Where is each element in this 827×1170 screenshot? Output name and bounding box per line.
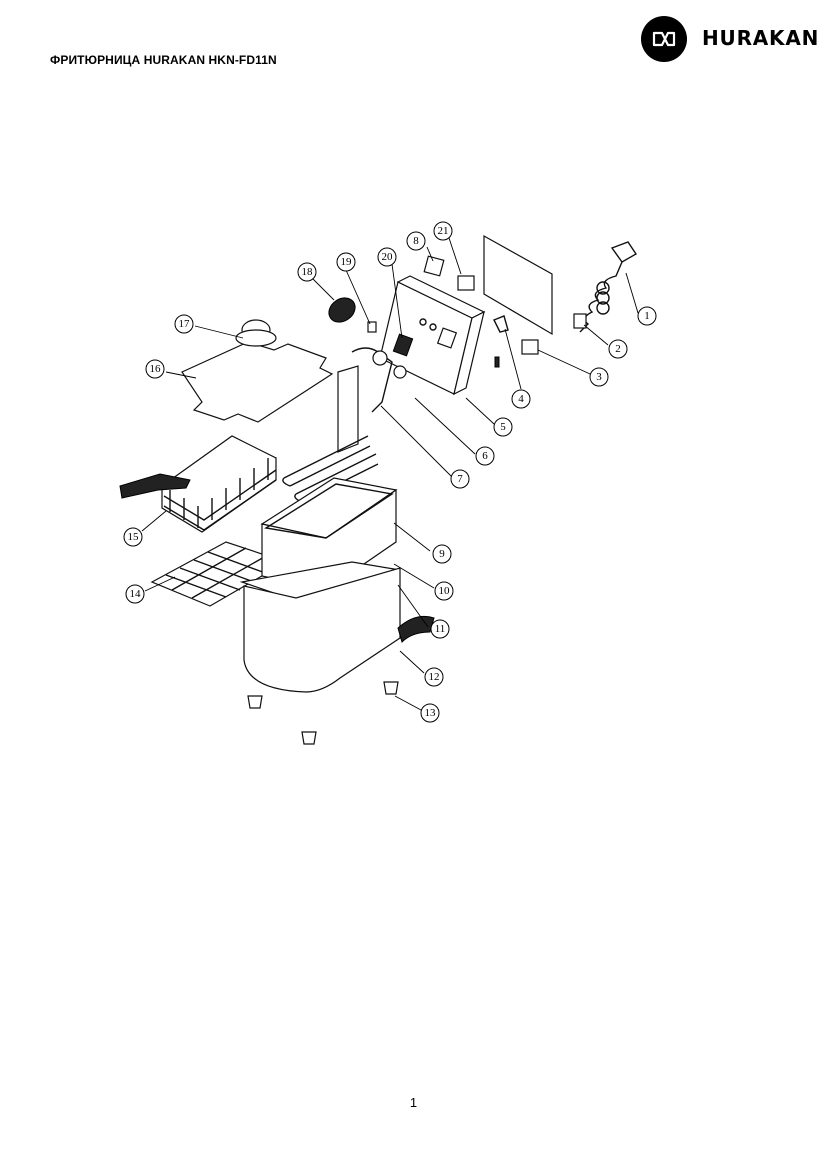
page-number: 1 — [409, 1095, 418, 1110]
svg-text:18: 18 — [302, 266, 314, 278]
bracket-part — [493, 315, 509, 333]
svg-text:4: 4 — [518, 393, 524, 405]
callout-6: 6 — [475, 446, 495, 466]
knob-part — [328, 297, 356, 323]
back-plate-part — [483, 234, 553, 336]
svg-text:3: 3 — [596, 371, 602, 383]
callout-10: 10 — [434, 581, 454, 601]
svg-text:13: 13 — [425, 707, 437, 719]
leader-lines — [141, 237, 639, 711]
callout-8: 8 — [406, 231, 426, 251]
basket-part — [119, 435, 278, 533]
svg-text:9: 9 — [439, 548, 445, 560]
callout-15: 15 — [123, 527, 143, 547]
svg-text:19: 19 — [341, 256, 353, 268]
housing-part — [239, 561, 435, 693]
svg-text:1: 1 — [644, 310, 650, 322]
svg-text:17: 17 — [179, 318, 191, 330]
logo-mark-icon — [641, 16, 687, 62]
callout-1: 1 — [637, 306, 657, 326]
svg-text:2: 2 — [615, 343, 621, 355]
thermostat-part — [457, 275, 475, 291]
callout-19: 19 — [336, 252, 356, 272]
svg-text:10: 10 — [439, 585, 451, 597]
lid-part — [181, 319, 334, 423]
clip-part — [423, 255, 445, 277]
callout-11: 11 — [430, 619, 450, 639]
feet-part — [247, 681, 399, 745]
svg-text:21: 21 — [438, 225, 449, 237]
page-title: ФРИТЮРНИЦА HURAKAN HKN-FD11N — [50, 53, 277, 67]
svg-text:5: 5 — [500, 421, 506, 433]
rocker-part — [521, 339, 539, 355]
callout-16: 16 — [145, 359, 165, 379]
svg-text:7: 7 — [457, 473, 463, 485]
switch-part — [367, 321, 377, 333]
callout-14: 14 — [125, 584, 145, 604]
callout-17: 17 — [174, 314, 194, 334]
callout-7: 7 — [450, 469, 470, 489]
svg-text:6: 6 — [482, 450, 488, 462]
svg-text:15: 15 — [128, 531, 140, 543]
power-cord-part — [573, 241, 637, 333]
callout-5: 5 — [493, 417, 513, 437]
svg-text:8: 8 — [413, 235, 419, 247]
logo-text: HURAKAN — [702, 26, 820, 50]
heating-element-part — [282, 347, 407, 503]
svg-text:12: 12 — [429, 671, 440, 683]
callout-3: 3 — [589, 367, 609, 387]
callout-21: 21 — [433, 221, 453, 241]
callout-2: 2 — [608, 339, 628, 359]
control-box-part — [379, 275, 486, 396]
callout-4: 4 — [511, 389, 531, 409]
callout-9: 9 — [432, 544, 452, 564]
callout-13: 13 — [420, 703, 440, 723]
callout-12: 12 — [424, 667, 444, 687]
svg-text:20: 20 — [382, 251, 394, 263]
svg-text:11: 11 — [435, 623, 446, 635]
svg-text:16: 16 — [150, 363, 162, 375]
brand-logo: HURAKAN — [641, 16, 818, 62]
oil-tank-part — [260, 477, 398, 591]
svg-text:14: 14 — [130, 588, 142, 600]
callout-18: 18 — [297, 262, 317, 282]
callout-20: 20 — [377, 247, 397, 267]
